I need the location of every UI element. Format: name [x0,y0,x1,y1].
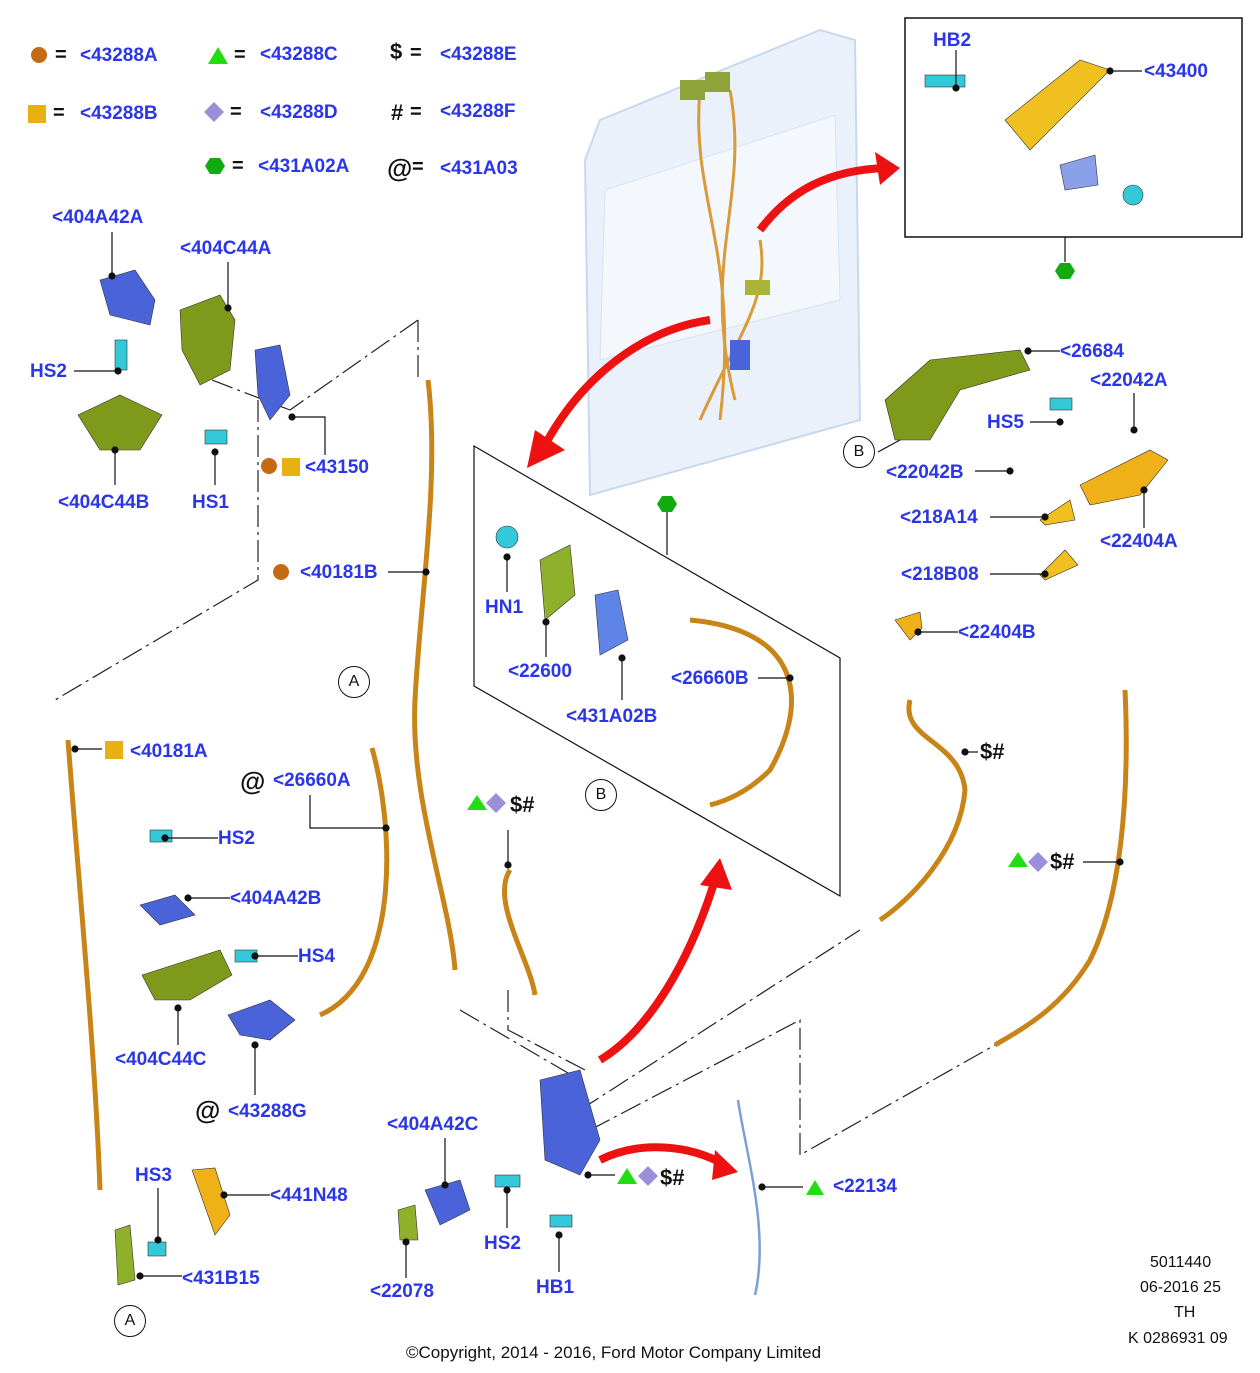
callout-40181A[interactable]: <40181A [130,741,208,762]
callout-HS2[interactable]: HS2 [484,1233,521,1254]
callout-22042A[interactable]: <22042A [1090,370,1168,391]
callout-HB2[interactable]: HB2 [933,30,972,51]
legend-43288B[interactable]: <43288B [80,103,158,124]
callout-404A42B[interactable]: <404A42B [230,888,322,909]
callout-441N48[interactable]: <441N48 [270,1185,348,1206]
callout-HB1[interactable]: HB1 [536,1277,575,1298]
legend-43288C[interactable]: <43288C [260,44,338,65]
callout-HS2[interactable]: HS2 [218,828,255,849]
callout-218A14[interactable]: <218A14 [900,507,978,528]
legend-equals: = [55,44,67,66]
legend-equals: = [412,156,424,178]
callout-404A42C[interactable]: <404A42C [387,1114,479,1135]
callout-431B15[interactable]: <431B15 [182,1268,260,1289]
legend-43288E[interactable]: <43288E [440,44,517,65]
legend-43288D[interactable]: <43288D [260,102,338,123]
legend-equals: = [232,155,244,177]
legend-at-symbol: @ [387,153,413,183]
legend-hash-symbol: # [391,100,404,125]
callout-40181B[interactable]: <40181B [300,562,378,583]
reference-B: B [585,779,617,811]
callout-HS4[interactable]: HS4 [298,946,335,967]
handle-inset-box [904,17,1243,238]
callout-HS2[interactable]: HS2 [30,361,67,382]
callout-43288G[interactable]: <43288G [228,1101,307,1122]
callout-22600[interactable]: <22600 [508,661,572,682]
dash-dot-lines [54,319,996,1157]
red-arrows [541,164,886,1169]
legend-43288F[interactable]: <43288F [440,101,516,122]
legend-equals: = [410,42,422,64]
dollar-hash-symbols: $# [1050,849,1075,874]
marker-symbols [28,47,1075,1195]
reference-A: A [338,666,370,698]
diagram-number: 5011440 [1150,1254,1212,1271]
callout-22078[interactable]: <22078 [370,1281,434,1302]
callout-22042B[interactable]: <22042B [886,462,964,483]
callout-43150[interactable]: <43150 [305,457,369,478]
callout-26684[interactable]: <26684 [1060,341,1124,362]
callout-404C44C[interactable]: <404C44C [115,1049,207,1070]
diagram-reference: K 0286931 09 [1128,1330,1228,1347]
legend-dollar-symbol: $ [390,39,403,64]
diagram-date: 06-2016 25 [1140,1279,1221,1296]
dollar-hash-symbols: $# [510,792,535,817]
legend-equals: = [234,44,246,66]
parts [77,59,1169,1296]
legend-431A03[interactable]: <431A03 [440,158,518,179]
callout-22404B[interactable]: <22404B [958,622,1036,643]
callout-HS5[interactable]: HS5 [987,412,1024,433]
dollar-hash-symbols: $# [980,739,1005,764]
callout-HS1[interactable]: HS1 [192,492,229,513]
dollar-hash-symbols: $# [660,1165,685,1190]
legend-431A02A[interactable]: <431A02A [258,156,350,177]
leader-lines [71,50,1148,1280]
callout-22134[interactable]: <22134 [833,1176,897,1197]
legend-equals: = [53,102,65,124]
callout-404C44B[interactable]: <404C44B [58,492,150,513]
callout-404A42A[interactable]: <404A42A [52,207,144,228]
copyright: ©Copyright, 2014 - 2016, Ford Motor Comp… [406,1343,822,1362]
callout-218B08[interactable]: <218B08 [901,564,979,585]
reference-A: A [114,1305,146,1337]
reference-B: B [843,436,875,468]
legend-43288A[interactable]: <43288A [80,45,158,66]
tailgate-door-illustration [583,28,862,497]
actuator-inset-panel [473,444,841,898]
callout-404C44A[interactable]: <404C44A [180,238,272,259]
callout-26660B[interactable]: <26660B [671,668,749,689]
at-symbol: @ [240,766,266,796]
callout-26660A[interactable]: <26660A [273,770,351,791]
callout-431A02B[interactable]: <431A02B [566,706,658,727]
callout-22404A[interactable]: <22404A [1100,531,1178,552]
callout-43400[interactable]: <43400 [1144,61,1208,82]
callout-HN1[interactable]: HN1 [485,597,524,618]
diagram-author: TH [1174,1304,1196,1321]
legend-equals: = [410,101,422,123]
at-symbol: @ [195,1095,221,1125]
callout-HS3[interactable]: HS3 [135,1165,172,1186]
legend-equals: = [230,101,242,123]
cables [65,379,1129,1191]
